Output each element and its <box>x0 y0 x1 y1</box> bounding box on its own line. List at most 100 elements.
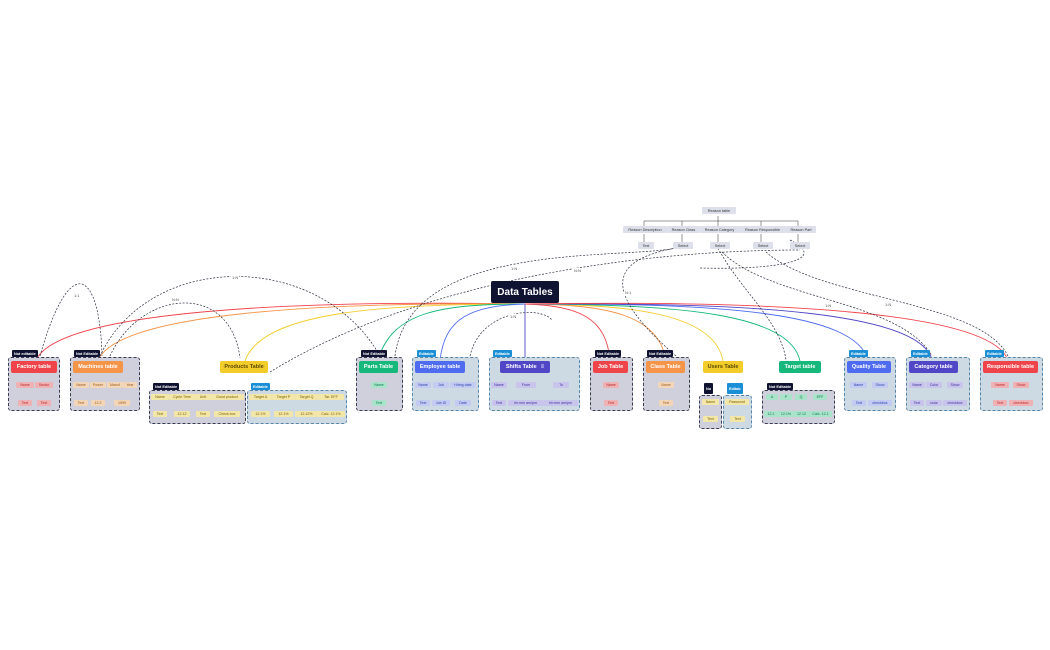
parts-table-pill[interactable]: Parts Table <box>359 361 398 373</box>
filter-icon: ≡ <box>540 364 545 370</box>
quality-field: Name <box>850 382 867 388</box>
reason-value: Select <box>710 242 730 249</box>
factory-table-pill[interactable]: Factory table <box>11 361 57 373</box>
machines-field: Name <box>73 382 89 388</box>
relation-reason-responsible <box>765 251 1009 357</box>
employee-value: Text <box>416 400 430 406</box>
link-label: 1:N <box>884 302 893 307</box>
link-machines <box>97 303 526 361</box>
target-value: 12.1% <box>778 411 794 417</box>
category-field: Name <box>909 382 925 388</box>
target-value: 12.1 <box>764 411 778 417</box>
job-table-pill[interactable]: Job Table <box>593 361 628 373</box>
products-target-field: Target A <box>249 394 272 400</box>
link-label: 1:1 <box>73 293 81 298</box>
not-editable-tag: Not Editable <box>361 350 388 357</box>
class-field: Name <box>658 382 674 388</box>
editable-tag: Editab <box>727 383 743 394</box>
class-table-pill[interactable]: Class Table <box>646 361 685 373</box>
reason-field: Reason Part <box>786 226 816 233</box>
link-parts <box>377 303 526 361</box>
class-value: Text <box>659 400 673 406</box>
reason-table-title[interactable]: Reason table <box>702 207 736 214</box>
not-editable-tag: Not editable <box>12 350 38 357</box>
link-label: 1:N <box>509 314 518 319</box>
relation-machines-products <box>109 302 241 359</box>
users-value: Text <box>730 416 745 422</box>
users-table-pill[interactable]: Users Table <box>703 361 743 373</box>
reason-value: Select <box>753 242 773 249</box>
data-tables-root[interactable]: Data Tables <box>491 281 559 303</box>
machines-table-pill[interactable]: Machines table <box>73 361 123 373</box>
reason-tree-lines <box>643 216 799 242</box>
machines-value: 1999 <box>114 400 130 406</box>
job-value: Text <box>604 400 618 406</box>
link-products <box>244 303 526 362</box>
employee-field: Hiring date <box>450 382 476 388</box>
products-value: Check box <box>214 411 240 417</box>
shifts-field: From <box>516 382 536 388</box>
target-value: Calc. 12.1 <box>809 411 832 417</box>
shifts-field: Name <box>491 382 507 388</box>
responsible-value: checkbox <box>1009 400 1033 406</box>
products-table-pill[interactable]: Products Table <box>220 361 268 373</box>
quality-table-pill[interactable]: Quality Table <box>847 361 891 373</box>
link-label: N:N <box>171 297 180 302</box>
products-value: Text <box>196 411 210 417</box>
shifts-value: hh:mm am/pm <box>508 400 543 406</box>
quality-value: checkbox <box>868 400 892 406</box>
editable-tag: Editable <box>849 350 868 357</box>
link-label: 1:N <box>510 266 519 271</box>
factory-field: Sector <box>35 382 53 388</box>
target-field: A <box>766 394 778 400</box>
relation-reason-target <box>717 247 787 361</box>
target-field: P <box>780 394 792 400</box>
responsible-field: Show <box>1013 382 1029 388</box>
parts-value: Text <box>372 400 386 406</box>
not-editable-tag: Not Editable <box>767 383 794 390</box>
employee-field: Name <box>415 382 431 388</box>
link-users <box>524 303 724 362</box>
job-field: Name <box>603 382 619 388</box>
products-value: 12.12 <box>174 411 190 417</box>
factory-field: Name <box>16 382 34 388</box>
target-value: 12.12 <box>794 411 809 417</box>
target-field: Q <box>795 394 807 400</box>
products-target-value: 12.1% <box>251 411 270 417</box>
editable-tag: Editable <box>251 383 270 390</box>
reason-field: Reason Responsible <box>739 226 786 233</box>
editable-tag: Editable <box>417 350 436 357</box>
factory-value: Text <box>37 400 51 406</box>
shifts-table-pill[interactable]: Shifts Table ≡ <box>500 361 550 373</box>
category-value: checkbox <box>943 400 967 406</box>
products-target-value: Calc. 12.1% <box>317 411 345 417</box>
employee-table-pill[interactable]: Employee table <box>415 361 465 373</box>
relation-factory-machines <box>39 283 103 357</box>
users-value: Text <box>703 416 718 422</box>
editable-tag: Editable <box>911 350 930 357</box>
category-field: Show <box>947 382 963 388</box>
products-field: Cycle Time <box>169 394 195 400</box>
relation-parts-shifts <box>394 247 677 357</box>
products-target-value: 12.1% <box>274 411 293 417</box>
employee-value: Date <box>455 400 471 406</box>
products-field: Name <box>151 394 169 400</box>
products-target-field: Target Q <box>295 394 318 400</box>
machines-value: Text <box>74 400 88 406</box>
shifts-value: Text <box>492 400 506 406</box>
shifts-table-label: Shifts Table <box>505 364 537 370</box>
category-field: Color <box>926 382 942 388</box>
target-field: EFF <box>813 394 827 400</box>
quality-value: Text <box>852 400 866 406</box>
link-label: 1:N <box>824 303 833 308</box>
responsible-table-pill[interactable]: Responsible table <box>983 361 1038 373</box>
users-field: Password <box>725 399 749 405</box>
not-editable-tag: Not Editable <box>595 350 622 357</box>
link-category <box>524 303 933 361</box>
machines-value: 12.2 <box>91 400 105 406</box>
link-responsible <box>524 302 1009 361</box>
link-employee <box>439 303 526 361</box>
reason-field: Reason Class <box>667 226 700 233</box>
target-table-pill[interactable]: Target table <box>779 361 821 373</box>
category-table-pill[interactable]: Category table <box>909 361 958 373</box>
